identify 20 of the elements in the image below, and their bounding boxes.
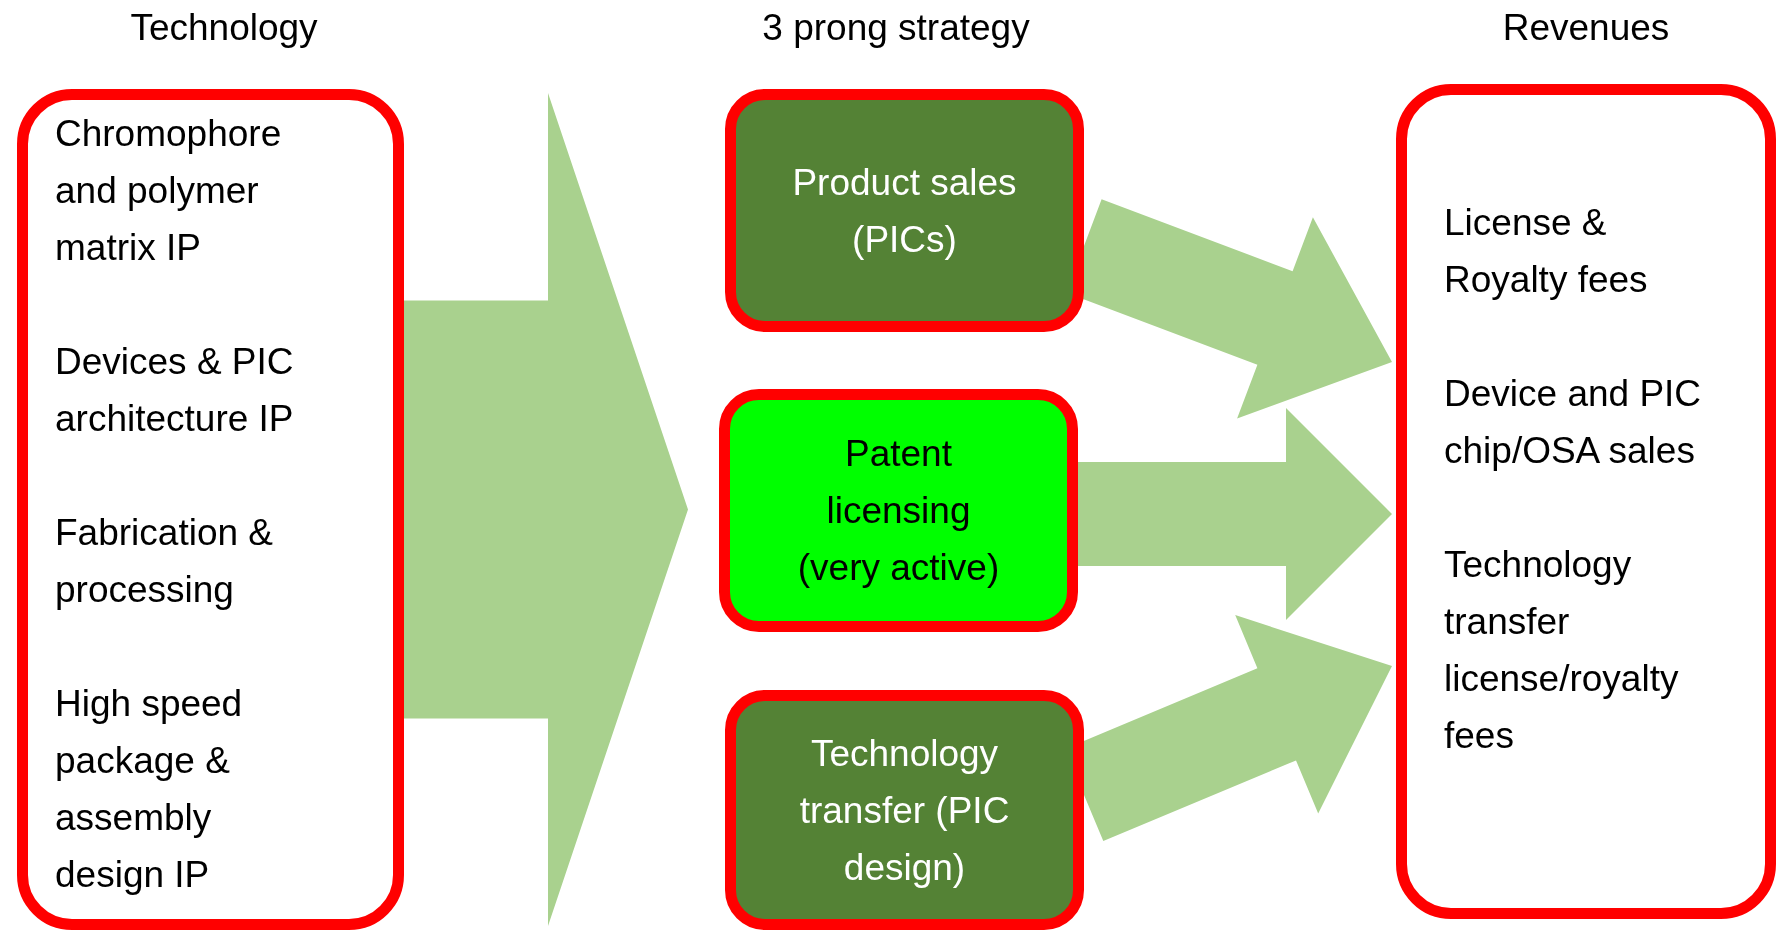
list-item-text: Fabrication & processing	[55, 511, 274, 612]
strategy-box	[719, 389, 1078, 632]
block-arrow	[404, 93, 688, 926]
list-item-text: License & Royalty fees	[1444, 201, 1649, 302]
box-text: Patent licensing (very active)	[796, 432, 1001, 590]
box-text: Technology transfer (PIC design)	[798, 731, 1011, 890]
box-text: Product sales (PICs)	[791, 160, 1018, 262]
block-arrow	[1078, 408, 1392, 620]
strategy-box	[725, 89, 1084, 332]
list-item-text: Devices & PIC architecture IP	[55, 340, 295, 441]
list-item-text: Technology transfer license/royalty fees	[1444, 543, 1680, 758]
list-item-text: Chromophore and polymer matrix IP	[55, 112, 283, 270]
rounded-box	[1396, 84, 1776, 919]
list-item-text: Device and PIC chip/OSA sales	[1444, 372, 1703, 473]
rounded-box	[17, 89, 404, 930]
column-heading: 3 prong strategy	[762, 6, 1030, 50]
strategy-box	[725, 690, 1084, 930]
column-heading: Technology	[130, 6, 318, 50]
list-item-text: High speed package & assembly design IP	[55, 682, 244, 897]
column-heading: Revenues	[1502, 6, 1670, 50]
